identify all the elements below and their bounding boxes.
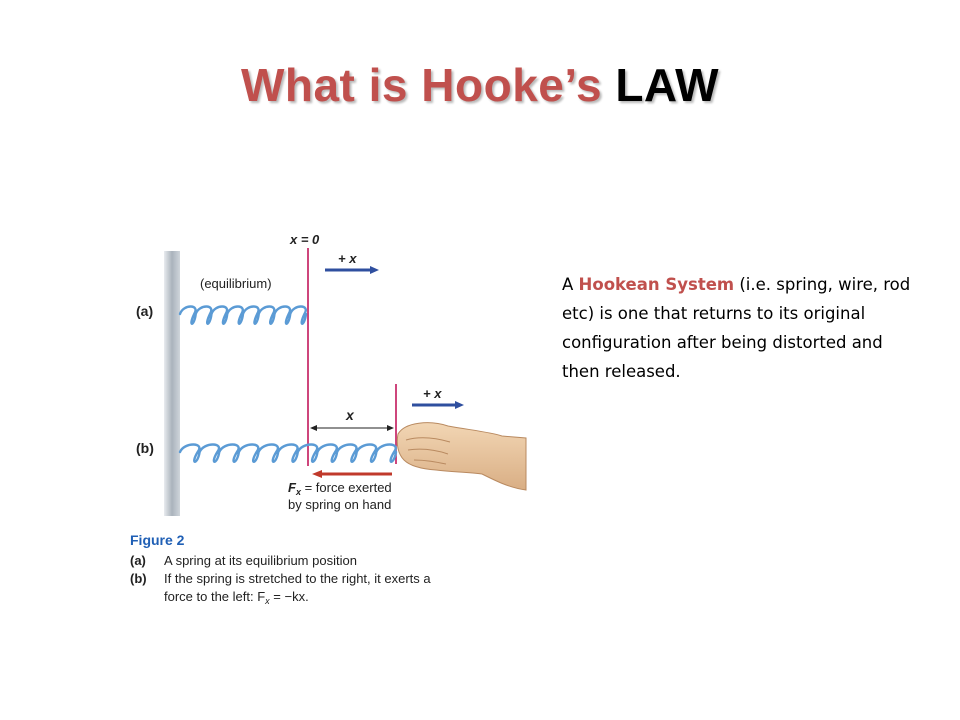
- plus-x-arrow-b: [412, 401, 464, 409]
- equilibrium-label: (equilibrium): [200, 276, 272, 291]
- caption-a-marker: (a): [130, 553, 146, 568]
- hand-illustration: [396, 422, 527, 491]
- displacement-arrow: [310, 425, 394, 431]
- hookean-description: A Hookean System (i.e. spring, wire, rod…: [562, 270, 922, 386]
- caption-b-line2-text: force to the left: F: [164, 589, 265, 604]
- displacement-label: x: [345, 407, 355, 423]
- row-b-label: (b): [136, 440, 154, 456]
- slide-title: What is Hooke’s LAW: [0, 58, 960, 112]
- force-label-line2: by spring on hand: [288, 497, 391, 512]
- spring-figure: x = 0 + x (equilibrium) (a) (b) + x x Fx…: [130, 232, 527, 606]
- plus-x-arrow-a: [325, 266, 379, 274]
- description-highlight: Hookean System: [578, 275, 735, 294]
- caption-title: Figure 2: [130, 532, 185, 548]
- x-zero-label: x = 0: [289, 232, 320, 247]
- force-text-line1: = force exerted: [301, 480, 392, 495]
- caption-b-equation: = −kx.: [270, 589, 309, 604]
- row-a-label: (a): [136, 303, 153, 319]
- caption-b-line2: force to the left: Fx = −kx.: [164, 589, 309, 606]
- plus-x-label-a: + x: [338, 251, 357, 266]
- force-symbol: F: [288, 480, 297, 495]
- spring-stretched: [178, 443, 398, 463]
- caption-a-text: A spring at its equilibrium position: [164, 553, 357, 568]
- force-label-line1: Fx = force exerted: [288, 480, 392, 497]
- caption-b-subscript: x: [264, 596, 270, 606]
- force-subscript: x: [295, 487, 302, 497]
- wall: [164, 251, 180, 516]
- plus-x-label-b: + x: [423, 386, 442, 401]
- caption-b-marker: (b): [130, 571, 147, 586]
- title-part-law: LAW: [615, 59, 720, 111]
- description-lead: A: [562, 275, 579, 294]
- title-part-hookes: What is Hooke’s: [240, 59, 616, 111]
- caption-b-line1: If the spring is stretched to the right,…: [164, 571, 431, 586]
- force-arrow: [312, 470, 392, 478]
- spring-equilibrium: [178, 305, 308, 325]
- description-rest: (i.e. spring, wire, rod etc) is one that…: [562, 275, 911, 381]
